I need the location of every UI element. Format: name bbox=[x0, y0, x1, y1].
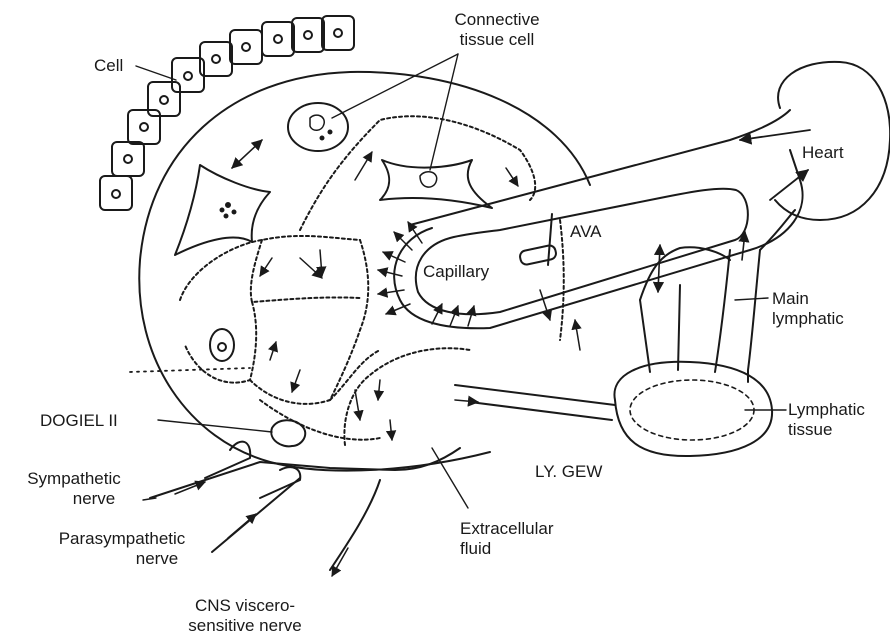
tissue-boundary bbox=[139, 72, 590, 471]
dogiel-ii-body bbox=[271, 420, 305, 446]
lymphatic-tissue-node bbox=[614, 362, 772, 456]
label-ava: AVA bbox=[570, 222, 602, 242]
label-ly-gew: LY. GEW bbox=[535, 462, 602, 482]
label-main-lymphatic: Main lymphatic bbox=[772, 289, 844, 329]
epithelial-cell bbox=[322, 16, 354, 50]
label-lymphatic-tissue: Lymphatic tissue bbox=[788, 400, 865, 440]
epithelial-cell bbox=[230, 30, 262, 64]
label-heart: Heart bbox=[802, 143, 844, 163]
epithelial-cell bbox=[292, 18, 324, 52]
epithelial-cell-row bbox=[100, 16, 354, 210]
fiber-network bbox=[180, 116, 564, 445]
capillary-vessel bbox=[416, 189, 748, 315]
label-extracellular-fluid: Extracellular fluid bbox=[460, 519, 554, 559]
ava-shunt bbox=[519, 244, 557, 265]
label-dogiel-ii: DOGIEL II bbox=[40, 411, 118, 431]
label-cell: Cell bbox=[94, 56, 123, 76]
label-capillary: Capillary bbox=[423, 262, 489, 282]
label-parasympathetic-nerve: Parasympathetic nerve bbox=[32, 529, 212, 569]
connective-tissue-cell-right bbox=[380, 160, 492, 208]
epithelial-cell bbox=[262, 22, 294, 56]
label-connective-tissue-cell: Connective tissue cell bbox=[442, 10, 552, 50]
main-lymphatic bbox=[715, 250, 760, 382]
heart bbox=[775, 62, 890, 220]
epithelial-cell bbox=[112, 142, 144, 176]
round-cell-top bbox=[288, 103, 348, 151]
label-cns-nerve: CNS viscero- sensitive nerve bbox=[160, 596, 330, 636]
label-sympathetic-nerve: Sympathetic nerve bbox=[6, 469, 142, 509]
epithelial-cell bbox=[100, 176, 132, 210]
small-oval-cell bbox=[210, 329, 234, 361]
